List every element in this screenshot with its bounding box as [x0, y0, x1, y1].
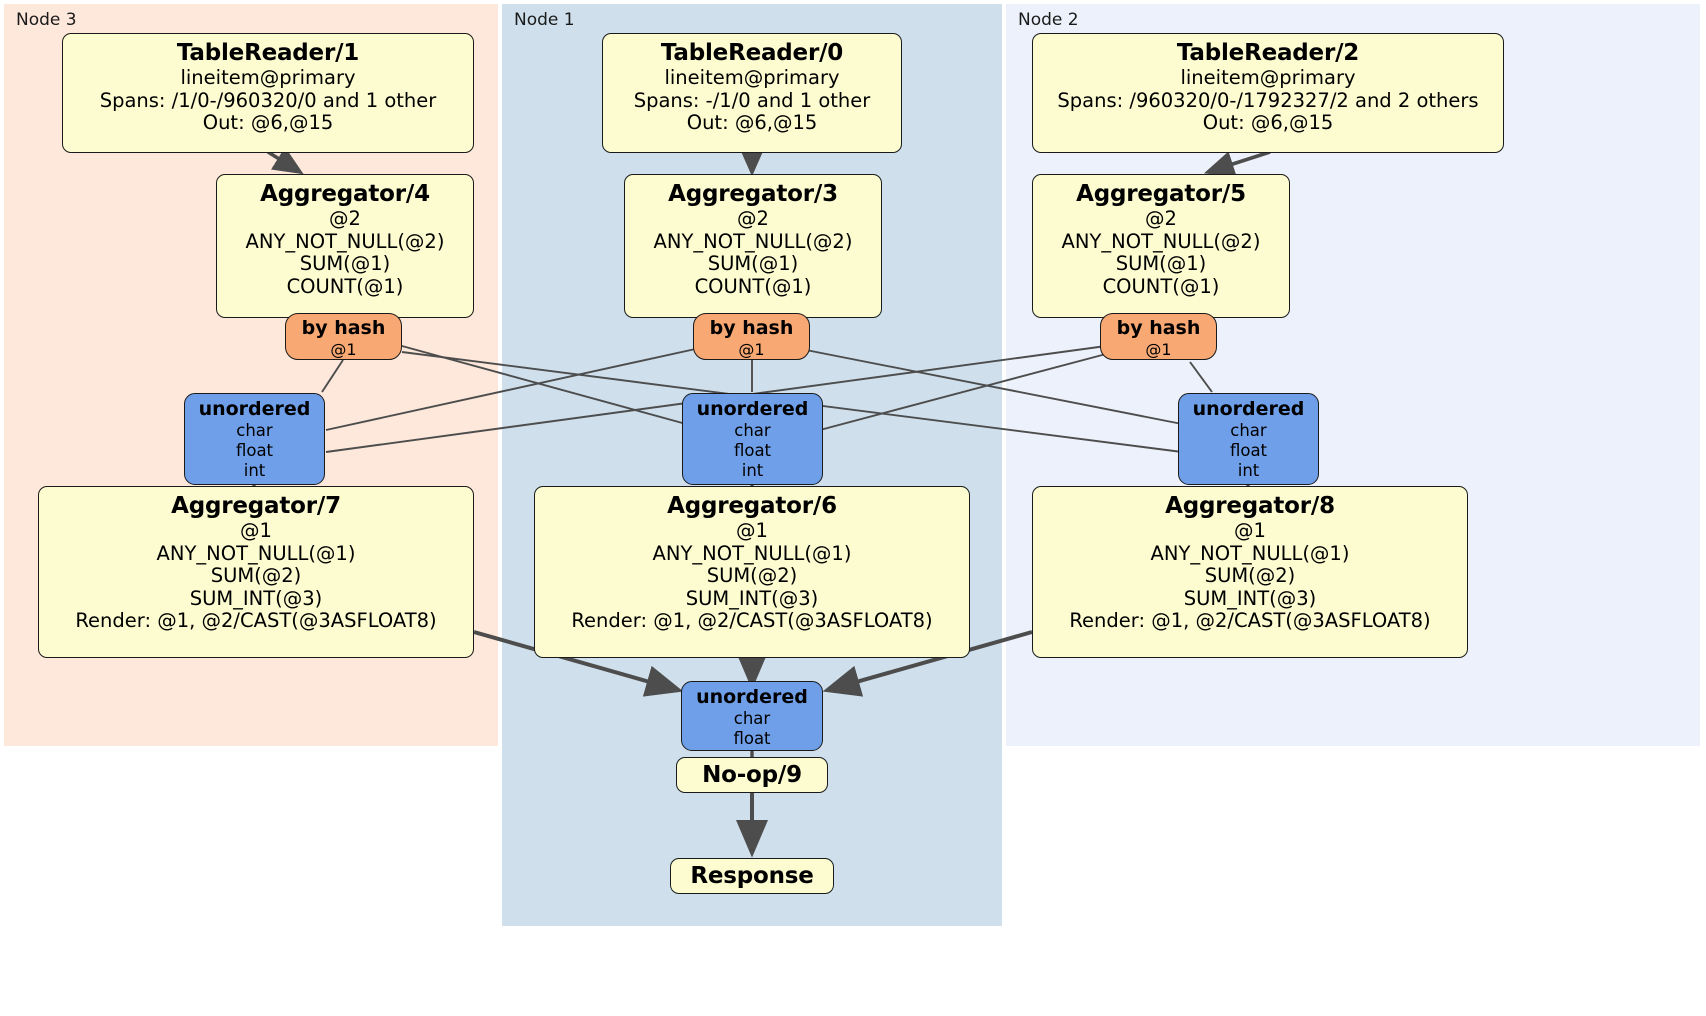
processor-title: Aggregator/8	[1165, 493, 1335, 519]
sync-title: unordered	[198, 398, 311, 420]
processor-line: COUNT(@1)	[1102, 274, 1220, 298]
processor-line: ANY_NOT_NULL(@1)	[652, 541, 852, 565]
sync-line: char	[236, 421, 273, 441]
processor-line: ANY_NOT_NULL(@2)	[653, 229, 853, 253]
processor-table-reader-0[interactable]: TableReader/0 lineitem@primary Spans: -/…	[602, 33, 902, 153]
sync-line: char	[734, 421, 771, 441]
processor-line: SUM_INT(@3)	[1183, 586, 1317, 610]
processor-aggregator-4[interactable]: Aggregator/4 @2 ANY_NOT_NULL(@2) SUM(@1)…	[216, 174, 474, 318]
sync-line: @1	[1145, 339, 1172, 359]
processor-title: Aggregator/3	[668, 181, 838, 207]
processor-line: ANY_NOT_NULL(@1)	[1150, 541, 1350, 565]
sync-line: char	[1230, 421, 1267, 441]
processor-response[interactable]: Response	[670, 858, 834, 894]
processor-title: No-op/9	[702, 762, 802, 788]
processor-line: SUM(@1)	[707, 252, 799, 276]
processor-line: Out: @6,@15	[202, 111, 334, 135]
sync-title: by hash	[301, 317, 386, 339]
hash-router-node3[interactable]: by hash @1	[285, 313, 402, 360]
node-panel-label-node2: Node 2	[1018, 10, 1079, 30]
unordered-sync-final[interactable]: unordered char float	[681, 681, 823, 751]
processor-aggregator-3[interactable]: Aggregator/3 @2 ANY_NOT_NULL(@2) SUM(@1)…	[624, 174, 882, 318]
sync-line: int	[741, 461, 764, 481]
processor-line: SUM_INT(@3)	[189, 586, 323, 610]
processor-line: Render: @1, @2/CAST(@3ASFLOAT8)	[571, 609, 933, 633]
processor-title: Aggregator/5	[1076, 181, 1246, 207]
hash-router-node2[interactable]: by hash @1	[1100, 313, 1217, 360]
node-panel-label-node1: Node 1	[514, 10, 575, 30]
processor-line: ANY_NOT_NULL(@1)	[156, 541, 356, 565]
processor-line: @2	[1145, 207, 1177, 231]
processor-line: @2	[329, 207, 361, 231]
processor-aggregator-7[interactable]: Aggregator/7 @1 ANY_NOT_NULL(@1) SUM(@2)…	[38, 486, 474, 658]
processor-line: SUM(@2)	[210, 564, 302, 588]
processor-line: lineitem@primary	[1180, 66, 1356, 90]
processor-line: ANY_NOT_NULL(@2)	[1061, 229, 1261, 253]
sync-title: by hash	[1116, 317, 1201, 339]
sync-line: float	[1229, 441, 1268, 461]
processor-title: Aggregator/7	[171, 493, 341, 519]
processor-title: Response	[690, 863, 814, 889]
unordered-sync-node2[interactable]: unordered char float int	[1178, 393, 1319, 485]
sync-line: int	[1237, 461, 1260, 481]
processor-line: Spans: /1/0-/960320/0 and 1 other	[99, 88, 437, 112]
processor-title: Aggregator/4	[260, 181, 430, 207]
processor-line: ANY_NOT_NULL(@2)	[245, 229, 445, 253]
processor-aggregator-5[interactable]: Aggregator/5 @2 ANY_NOT_NULL(@2) SUM(@1)…	[1032, 174, 1290, 318]
sync-title: unordered	[696, 686, 808, 708]
processor-aggregator-8[interactable]: Aggregator/8 @1 ANY_NOT_NULL(@1) SUM(@2)…	[1032, 486, 1468, 658]
sync-line: float	[235, 441, 274, 461]
sync-line: float	[733, 729, 771, 749]
processor-line: lineitem@primary	[180, 66, 356, 90]
processor-title: TableReader/2	[1176, 40, 1360, 66]
processor-line: Out: @6,@15	[686, 111, 818, 135]
processor-line: @1	[736, 519, 768, 543]
processor-line: Spans: -/1/0 and 1 other	[633, 88, 871, 112]
processor-line: SUM(@1)	[299, 252, 391, 276]
processor-line: COUNT(@1)	[694, 274, 812, 298]
sync-line: @1	[330, 339, 357, 359]
processor-title: Aggregator/6	[667, 493, 837, 519]
processor-line: SUM_INT(@3)	[685, 586, 819, 610]
processor-title: TableReader/0	[660, 40, 844, 66]
processor-line: Out: @6,@15	[1202, 111, 1334, 135]
processor-line: SUM(@2)	[706, 564, 798, 588]
sync-line: char	[733, 709, 771, 729]
processor-table-reader-2[interactable]: TableReader/2 lineitem@primary Spans: /9…	[1032, 33, 1504, 153]
sync-title: by hash	[709, 317, 794, 339]
processor-title: TableReader/1	[176, 40, 360, 66]
sync-title: unordered	[696, 398, 809, 420]
processor-noop-9[interactable]: No-op/9	[676, 757, 828, 793]
processor-line: lineitem@primary	[664, 66, 840, 90]
node-panel-label-node3: Node 3	[16, 10, 77, 30]
sync-line: @1	[738, 339, 765, 359]
hash-router-node1[interactable]: by hash @1	[693, 313, 810, 360]
processor-aggregator-6[interactable]: Aggregator/6 @1 ANY_NOT_NULL(@1) SUM(@2)…	[534, 486, 970, 658]
unordered-sync-node3[interactable]: unordered char float int	[184, 393, 325, 485]
processor-line: @2	[737, 207, 769, 231]
unordered-sync-node1[interactable]: unordered char float int	[682, 393, 823, 485]
processor-line: Render: @1, @2/CAST(@3ASFLOAT8)	[1069, 609, 1431, 633]
processor-table-reader-1[interactable]: TableReader/1 lineitem@primary Spans: /1…	[62, 33, 474, 153]
processor-line: @1	[240, 519, 272, 543]
processor-line: SUM(@1)	[1115, 252, 1207, 276]
processor-line: SUM(@2)	[1204, 564, 1296, 588]
sync-line: int	[243, 461, 266, 481]
processor-line: Spans: /960320/0-/1792327/2 and 2 others	[1057, 88, 1479, 112]
processor-line: @1	[1234, 519, 1266, 543]
sync-title: unordered	[1192, 398, 1305, 420]
processor-line: Render: @1, @2/CAST(@3ASFLOAT8)	[75, 609, 437, 633]
processor-line: COUNT(@1)	[286, 274, 404, 298]
sync-line: float	[733, 441, 772, 461]
